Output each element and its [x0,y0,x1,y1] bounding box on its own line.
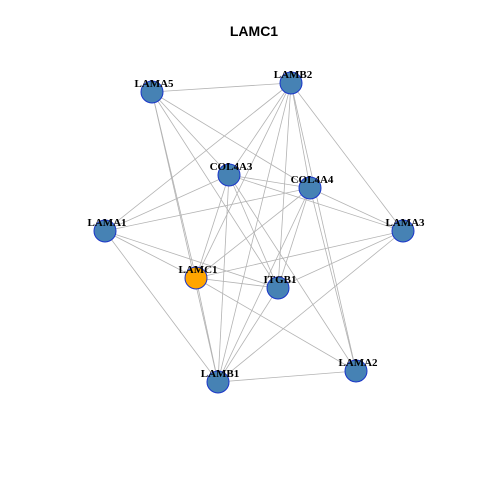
edge-lama1-lamb1 [104,230,219,383]
edge-lamc1-lama2 [195,277,357,372]
node-label: LAMA5 [134,78,174,90]
node-circle [184,266,208,290]
edge-lamb2-lama1 [104,82,292,232]
node-label: LAMB1 [201,368,240,380]
node-lamb2: LAMB2 [274,69,313,95]
edge-lama3-itgb1 [277,230,404,289]
edge-col4a4-lamc1 [195,187,311,279]
edge-lamb2-col4a4 [290,82,311,189]
node-lama5: LAMA5 [134,78,174,104]
edge-lamb2-lamc1 [195,82,292,279]
edge-col4a3-col4a4 [228,174,311,189]
edge-lama3-lamb1 [217,230,404,383]
node-circle [140,80,164,104]
diagram-title: LAMC1 [230,23,278,39]
edge-itgb1-lamb1 [217,287,279,383]
node-col4a3: COL4A3 [210,161,253,187]
node-lamb1: LAMB1 [201,368,240,394]
edge-lamb2-lama2 [290,82,357,372]
node-circle [206,370,230,394]
edge-col4a4-itgb1 [277,187,311,289]
edge-lama3-lamc1 [195,230,404,279]
node-lama1: LAMA1 [87,217,127,243]
node-lamc1: LAMC1 [178,264,218,290]
node-circle [391,219,415,243]
edge-col4a3-itgb1 [228,174,279,289]
edge-lama5-lamb1 [151,91,219,383]
node-lama3: LAMA3 [385,217,425,243]
edge-col4a3-lama3 [228,174,404,232]
node-circle [93,219,117,243]
edge-col4a4-lama1 [104,187,311,232]
edge-col4a4-lama2 [309,187,357,372]
node-circle [266,276,290,300]
edge-lama5-col4a4 [151,91,311,189]
edge-lama2-lamb1 [217,370,357,383]
edges-layer [104,82,404,383]
node-label: ITGB1 [263,274,296,286]
edge-lama1-itgb1 [104,230,279,289]
edge-lama5-lamb2 [151,82,292,93]
edge-lama1-lamc1 [104,230,197,279]
node-circle [298,176,322,200]
node-label: LAMA2 [338,357,378,369]
node-label: LAMC1 [178,264,217,276]
node-label: LAMA3 [385,217,425,229]
node-circle [344,359,368,383]
edge-lama5-col4a3 [151,91,230,176]
node-lama2: LAMA2 [338,357,378,383]
node-label: LAMB2 [274,69,313,81]
edge-col4a4-lamb1 [217,187,311,383]
edge-lamb2-lama3 [290,82,404,232]
node-label: LAMA1 [87,217,126,229]
node-label: COL4A3 [210,161,253,173]
edge-col4a3-lama1 [104,174,230,232]
edge-lamc1-lamb1 [195,277,219,383]
edge-col4a3-lamb1 [217,174,230,383]
node-itgb1: ITGB1 [263,274,297,300]
edge-lamc1-itgb1 [195,277,279,289]
node-circle [217,163,241,187]
node-circle [279,71,303,95]
edge-col4a4-lama3 [309,187,404,232]
edge-lamb2-col4a3 [228,82,292,176]
edge-lama5-itgb1 [151,91,279,289]
edge-col4a3-lama2 [228,174,357,372]
node-label: COL4A4 [291,174,334,186]
edge-lamb2-lamb1 [217,82,292,383]
edge-col4a3-lamc1 [195,174,230,279]
node-col4a4: COL4A4 [291,174,334,200]
